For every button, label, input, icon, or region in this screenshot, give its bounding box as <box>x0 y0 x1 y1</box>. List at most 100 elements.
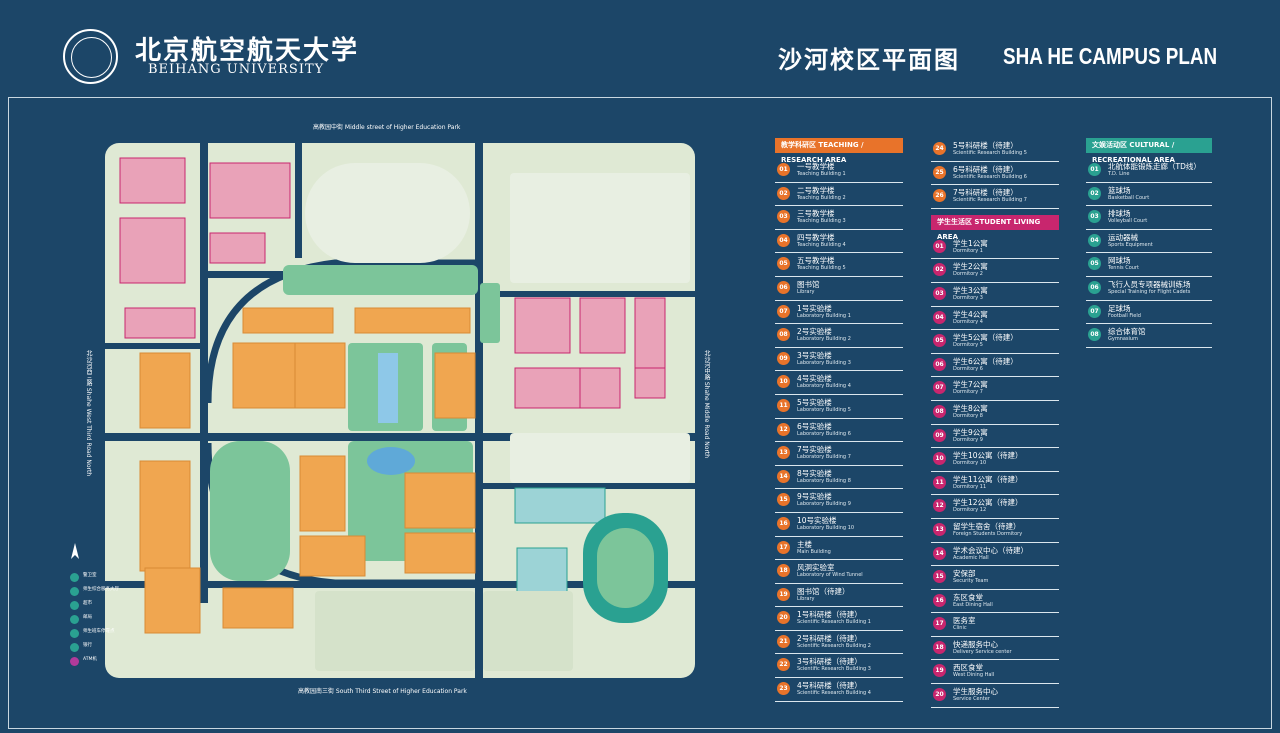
legend-name-en: Laboratory Building 10 <box>797 524 855 531</box>
south-street-label: 高教园南三街 South Third Street of Higher Educ… <box>298 688 467 695</box>
legend-name-cn: 图书馆（待建） <box>797 586 850 596</box>
legend-number-badge: 07 <box>1088 304 1101 318</box>
legend-name-en: Teaching Building 3 <box>797 218 846 225</box>
legend-name-en: Clinic <box>953 625 967 632</box>
legend-number-badge: 19 <box>777 587 790 601</box>
legend-number-badge: 14 <box>777 469 790 483</box>
legend-name-cn: 学生2公寓 <box>953 262 988 272</box>
legend-name-cn: 8号实验楼 <box>797 468 832 478</box>
legend-name-en: Scientific Research Building 4 <box>797 690 871 697</box>
legend-number-badge: 12 <box>777 422 790 436</box>
legend-name-cn: 学生10公寓（待建） <box>953 451 1023 461</box>
legend-number-badge: 11 <box>933 475 946 489</box>
legend-name-cn: 6号实验楼 <box>797 421 832 431</box>
legend-number-badge: 20 <box>777 611 790 625</box>
legend-number-badge: 03 <box>933 286 946 300</box>
map-key-row: 师生班车停靠点 <box>70 627 120 641</box>
map-key-row: ATM机 <box>70 655 120 669</box>
legend-name-en: West Dining Hall <box>953 672 995 679</box>
legend-name-en: Scientific Research Building 3 <box>797 666 871 673</box>
legend-name-cn: 10号实验楼 <box>797 515 837 525</box>
map-key-label: 师生班车停靠点 <box>83 629 115 634</box>
legend-name-cn: 快递服务中心 <box>953 639 998 649</box>
legend-number-badge: 08 <box>933 404 946 418</box>
legend-name-en: Dormitory 12 <box>953 507 987 514</box>
map-title-en: SHA HE CAMPUS PLAN <box>1003 43 1218 69</box>
legend-number-badge: 05 <box>1088 257 1101 271</box>
legend-name-en: Teaching Building 4 <box>797 241 846 248</box>
legend-name-cn: 学生7公寓 <box>953 380 988 390</box>
legend-number-badge: 22 <box>777 658 790 672</box>
legend-name-cn: 四号教学楼 <box>797 232 835 242</box>
legend-name-en: Special Training for Flight Cadets <box>1108 288 1191 295</box>
legend-name-en: Laboratory Building 4 <box>797 383 851 390</box>
legend-name-cn: 排球场 <box>1108 209 1131 219</box>
legend-name-cn: 综合体育馆 <box>1108 327 1146 337</box>
legend-name-cn: 学生11公寓（待建） <box>953 474 1023 484</box>
legend-number-badge: 04 <box>933 310 946 324</box>
legend-name-cn: 医务室 <box>953 616 976 626</box>
plaza-areas <box>305 163 690 483</box>
legend-name-en: Basketball Court <box>1108 194 1150 201</box>
legend-name-en: Dormitory 10 <box>953 460 987 467</box>
legend-number-badge: 07 <box>933 381 946 395</box>
legend-name-cn: 2号科研楼（待建） <box>797 633 862 643</box>
legend-name-en: Dormitory 2 <box>953 271 983 278</box>
legend-number-badge: 09 <box>777 351 790 365</box>
legend-name-cn: 主楼 <box>797 539 812 549</box>
legend-item-teaching-22: 22 3号科研楼（待建）Scientific Research Building … <box>775 654 903 679</box>
north-street-label: 高教园中街 Middle street of Higher Education … <box>313 124 461 131</box>
university-seal-logo <box>63 29 118 84</box>
campus-map[interactable] <box>105 143 695 678</box>
west-street-label: 北沙河西三路 Shahe West Third Road North <box>85 350 92 477</box>
legend-name-en: Sports Equipment <box>1108 241 1153 248</box>
legend-name-en: Library <box>797 595 815 602</box>
map-key-label: 银行 <box>83 643 92 648</box>
legend-number-badge: 11 <box>777 398 790 412</box>
legend-number-badge: 17 <box>777 540 790 554</box>
legend-number-badge: 19 <box>933 664 946 678</box>
legend-name-cn: 学生4公寓 <box>953 309 988 319</box>
legend-name-en: Laboratory Building 8 <box>797 477 851 484</box>
legend-name-cn: 4号实验楼 <box>797 374 832 384</box>
legend-name-cn: 学生9公寓 <box>953 427 988 437</box>
outer-blocks <box>315 591 573 671</box>
legend-number-badge: 08 <box>777 328 790 342</box>
legend-name-cn: 7号科研楼（待建） <box>953 188 1018 198</box>
legend-name-cn: 9号实验楼 <box>797 492 832 502</box>
legend-number-badge: 21 <box>777 634 790 648</box>
legend-number-badge: 15 <box>933 570 946 584</box>
legend-name-cn: 学生12公寓（待建） <box>953 498 1023 508</box>
legend-name-cn: 3号科研楼（待建） <box>797 657 862 667</box>
bank-icon <box>70 643 79 652</box>
legend-name-cn: 3号实验楼 <box>797 350 832 360</box>
legend-name-cn: 二号教学楼 <box>797 185 835 195</box>
legend-name-cn: 图书馆 <box>797 279 820 289</box>
legend-name-cn: 飞行人员专项器械训练场 <box>1108 279 1191 289</box>
legend-name-en: Teaching Building 1 <box>797 171 846 177</box>
legend-name-en: Teaching Building 5 <box>797 265 846 272</box>
legend-name-cn: 学术会议中心（待建） <box>953 545 1028 555</box>
north-arrow-icon <box>67 541 83 563</box>
